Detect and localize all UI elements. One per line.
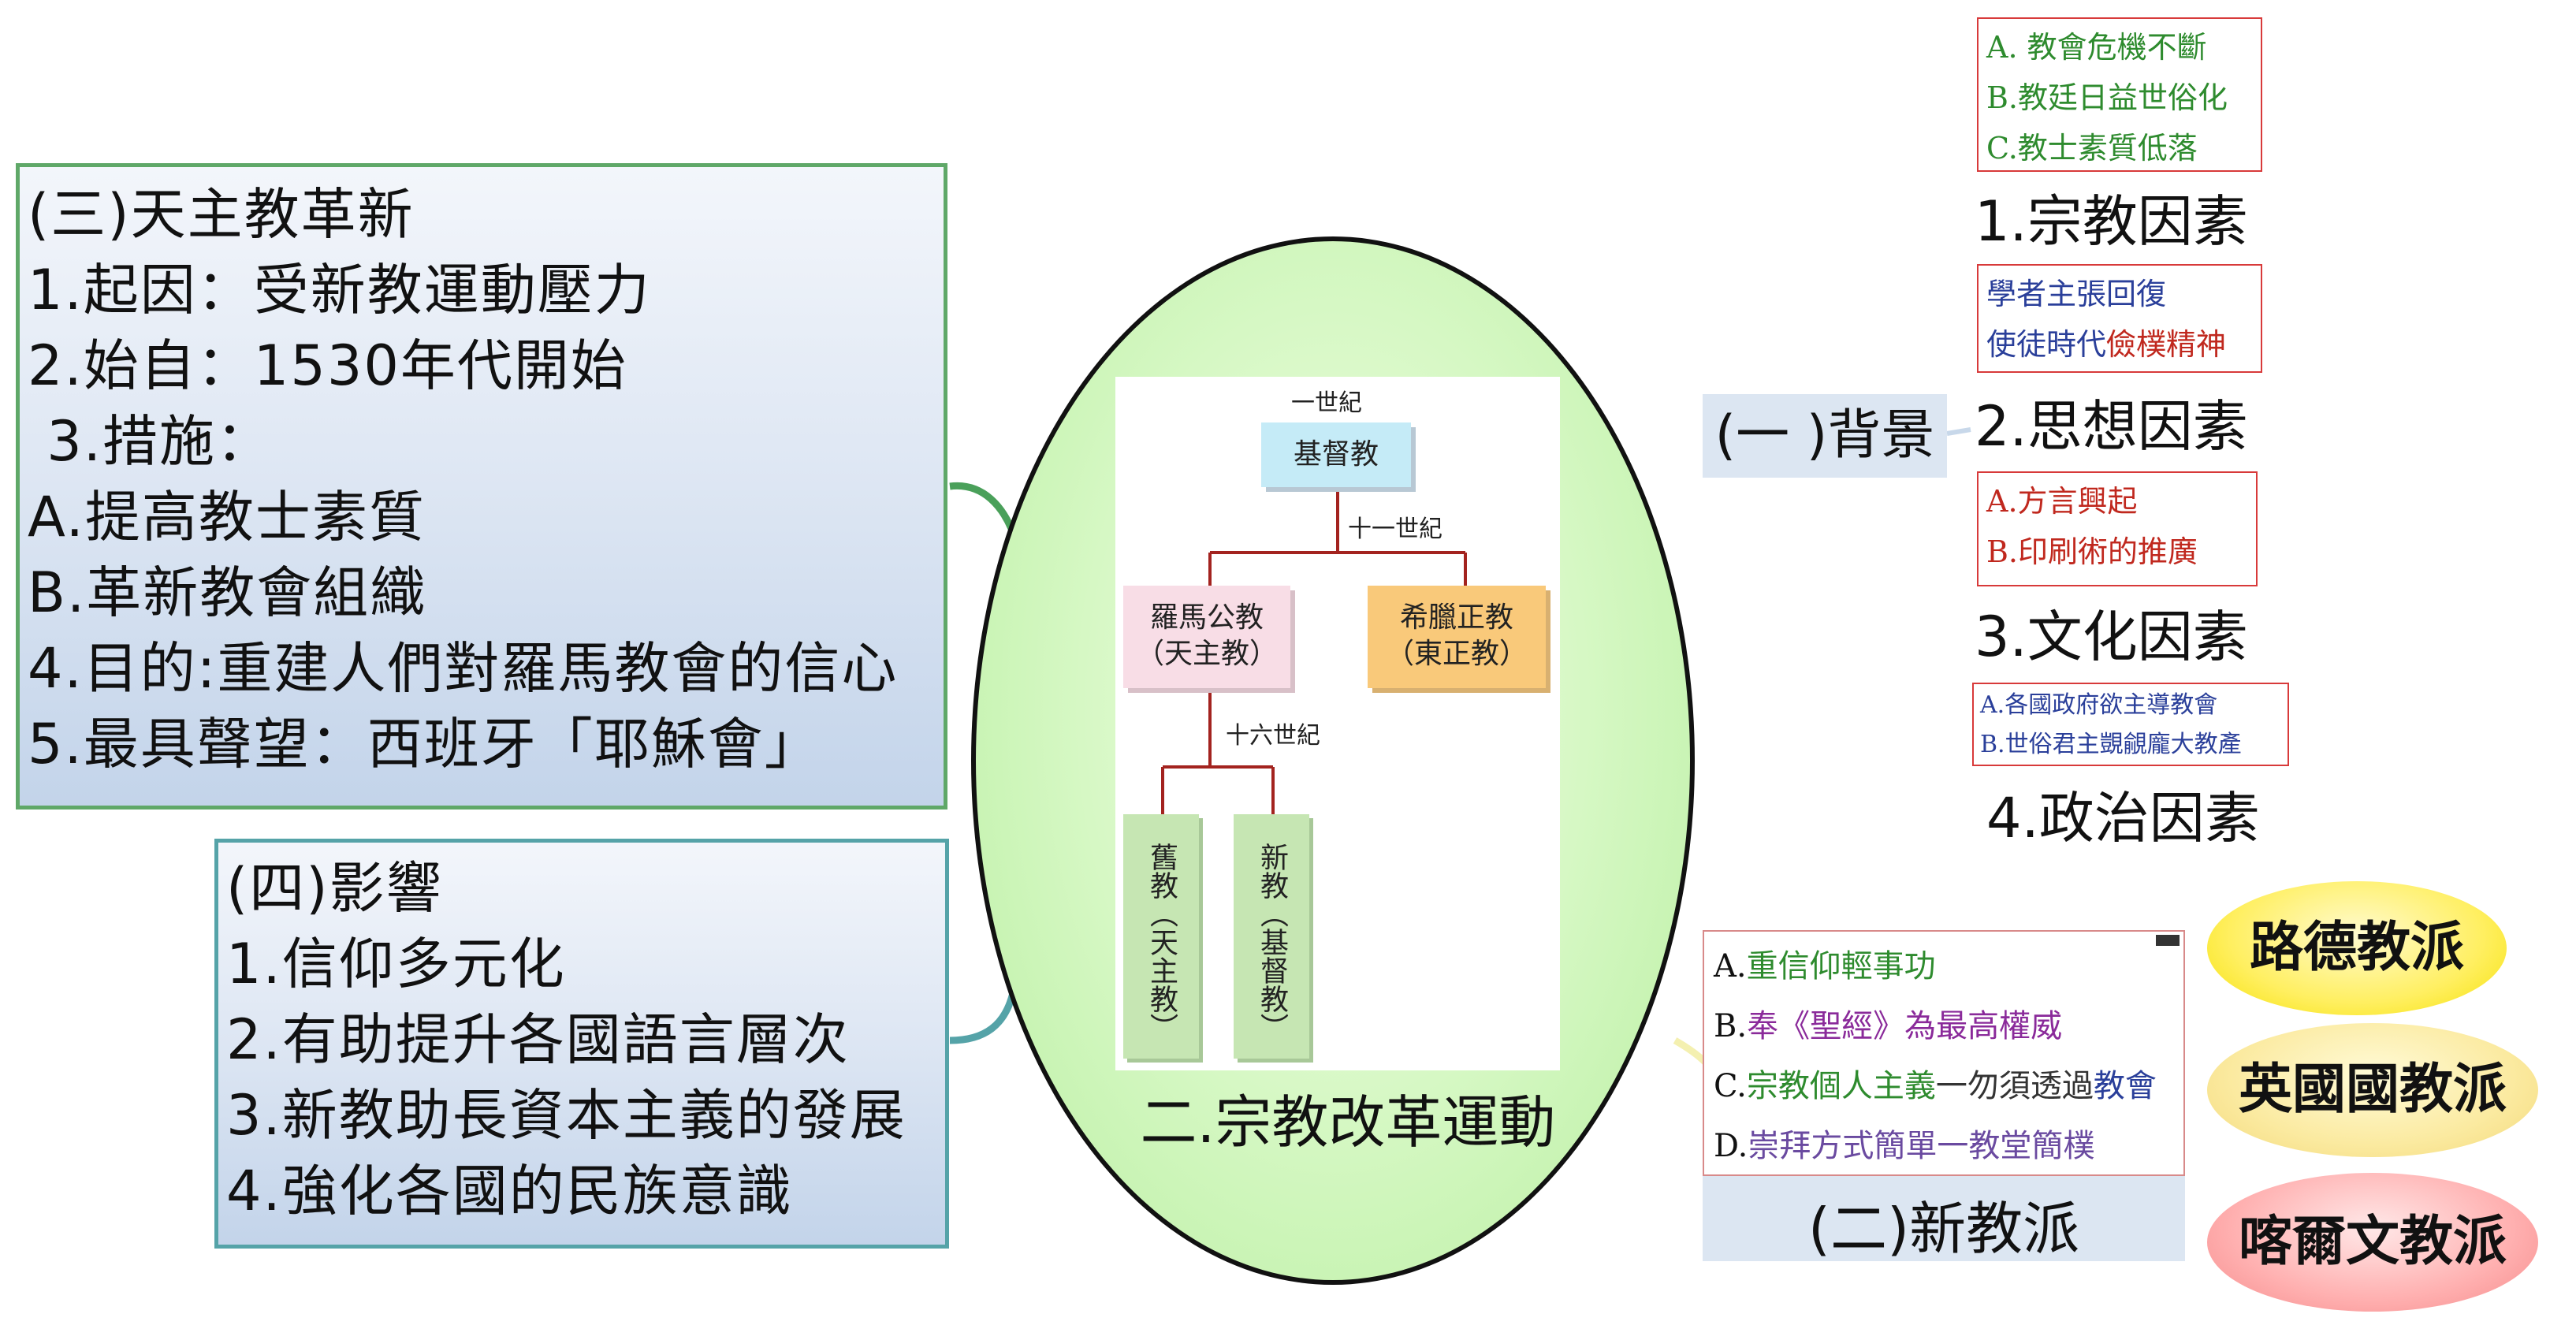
culture-factor-label: 3.文化因素: [1975, 605, 2248, 669]
item-text: 奉《聖經》為最高權威: [1747, 1008, 2063, 1044]
religious-item: C.教士素質低落: [1986, 131, 2198, 166]
node-old-church: 舊教（天主教）: [1123, 814, 1199, 1059]
politics-factor-label: 4.政治因素: [1986, 786, 2260, 850]
thought-part-highlight: 儉樸精神: [2106, 327, 2227, 362]
panel4-line: 4.強化各國的民族意識: [226, 1159, 793, 1223]
panel3-line: 1.起因：受新教運動壓力: [28, 258, 651, 322]
calvinist-badge: 喀爾文教派: [2207, 1173, 2538, 1312]
church-tree-diagram: 一世紀 基督教 十一世紀 羅馬公教 （天主教） 希臘正教 （東正教） 十六世紀 …: [1115, 377, 1560, 1070]
lutheran-badge: 路德教派: [2207, 881, 2507, 1015]
item-text: 一勿須透過: [1935, 1068, 2094, 1104]
protestant-item-a: A.重信仰輕事功: [1714, 936, 2174, 996]
greek-alias: （東正教）: [1385, 638, 1528, 670]
item-text: 崇拜方式簡單一教堂簡樸: [1748, 1128, 2095, 1164]
panel3-line: 5.最具聲望：西班牙「耶穌會」: [28, 712, 821, 776]
culture-item: A.方言興起: [1986, 484, 2138, 519]
protestant-item-c: C.宗教個人主義一勿須透過教會: [1714, 1056, 2174, 1116]
protestant-item-d: D.崇拜方式簡單一教堂簡樸: [1714, 1116, 2174, 1176]
connector-panel4: [949, 992, 1017, 1044]
panel4-line: 3.新教助長資本主義的發展: [226, 1083, 906, 1148]
node-christianity: 基督教: [1261, 422, 1411, 487]
node-new-church: 新教（基督教）: [1234, 814, 1309, 1059]
panel3-line: A.提高教士素質: [28, 485, 426, 549]
thought-item-line2: 使徒時代儉樸精神: [1986, 319, 2253, 370]
culture-item: B.印刷術的推廣: [1986, 534, 2198, 569]
connector-background: [1946, 427, 1971, 436]
item-prefix: B.: [1714, 1008, 1748, 1044]
corner-marker-icon: [2156, 935, 2180, 946]
item-text: 教會: [2093, 1068, 2157, 1104]
protestant-features-box: A.重信仰輕事功 B.奉《聖經》為最高權威 C.宗教個人主義一勿須透過教會 D.…: [1703, 930, 2185, 1176]
node-roman-catholic: 羅馬公教 （天主教）: [1123, 586, 1290, 688]
politics-factor-box: A.各國政府欲主導教會 B.世俗君主覬覦龐大教產: [1972, 683, 2289, 766]
thought-part: 使徒時代: [1986, 327, 2107, 362]
panel4-line: 1.信仰多元化: [226, 932, 566, 996]
thought-factor-label: 2.思想因素: [1975, 394, 2248, 459]
panel3-line: (三)天主教革新: [28, 182, 415, 247]
label-sixteenth-century: 十六世紀: [1226, 722, 1320, 750]
protestant-heading: (二)新教派: [1807, 1196, 2080, 1262]
religious-item: A. 教會危機不斷: [1986, 30, 2207, 65]
thought-item: 學者主張回復: [1986, 277, 2167, 311]
greek-name: 希臘正教: [1399, 601, 1513, 634]
roman-name: 羅馬公教: [1149, 601, 1264, 634]
panel3-line: 4.目的:重建人們對羅馬教會的信心: [28, 636, 899, 701]
panel3-line: 3.措施：: [28, 409, 274, 474]
roman-alias: （天主教）: [1135, 638, 1278, 670]
panel3-line: 2.始自：1530年代開始: [28, 333, 627, 398]
protestant-item-b: B.奉《聖經》為最高權威: [1714, 996, 2174, 1056]
background-heading: (一 )背景: [1703, 394, 1947, 478]
item-prefix: D.: [1714, 1128, 1748, 1164]
item-prefix: A.: [1714, 948, 1747, 984]
politics-item: B.世俗君主覬覦龐大教產: [1980, 731, 2242, 758]
item-text: 宗教個人主義: [1746, 1068, 1936, 1104]
culture-factor-box: A.方言興起 B.印刷術的推廣: [1977, 471, 2258, 586]
religious-factor-box: A. 教會危機不斷 B.教廷日益世俗化 C.教士素質低落: [1977, 17, 2262, 172]
religious-item: B.教廷日益世俗化: [1986, 80, 2228, 115]
panel4-line: (四)影響: [226, 856, 443, 921]
anglican-badge: 英國國教派: [2207, 1023, 2538, 1157]
influence-panel: (四)影響 1.信仰多元化 2.有助提升各國語言層次 3.新教助長資本主義的發展…: [214, 839, 949, 1249]
reformation-title: 二.宗教改革運動: [1140, 1089, 1556, 1156]
politics-item: A.各國政府欲主導教會: [1980, 691, 2218, 719]
node-greek-orthodox: 希臘正教 （東正教）: [1368, 586, 1546, 688]
catholic-reform-panel: (三)天主教革新 1.起因：受新教運動壓力 2.始自：1530年代開始 3.措施…: [16, 163, 947, 810]
item-text: 重信仰輕事功: [1746, 948, 1936, 984]
panel4-line: 2.有助提升各國語言層次: [226, 1007, 850, 1072]
panel3-line: B.革新教會組織: [28, 560, 427, 625]
label-first-century: 一世紀: [1291, 389, 1362, 417]
item-prefix: C.: [1714, 1068, 1747, 1104]
label-eleventh-century: 十一世紀: [1348, 515, 1442, 543]
thought-factor-box: 學者主張回復 使徒時代儉樸精神: [1977, 264, 2262, 373]
religious-factor-label: 1.宗教因素: [1975, 189, 2248, 254]
